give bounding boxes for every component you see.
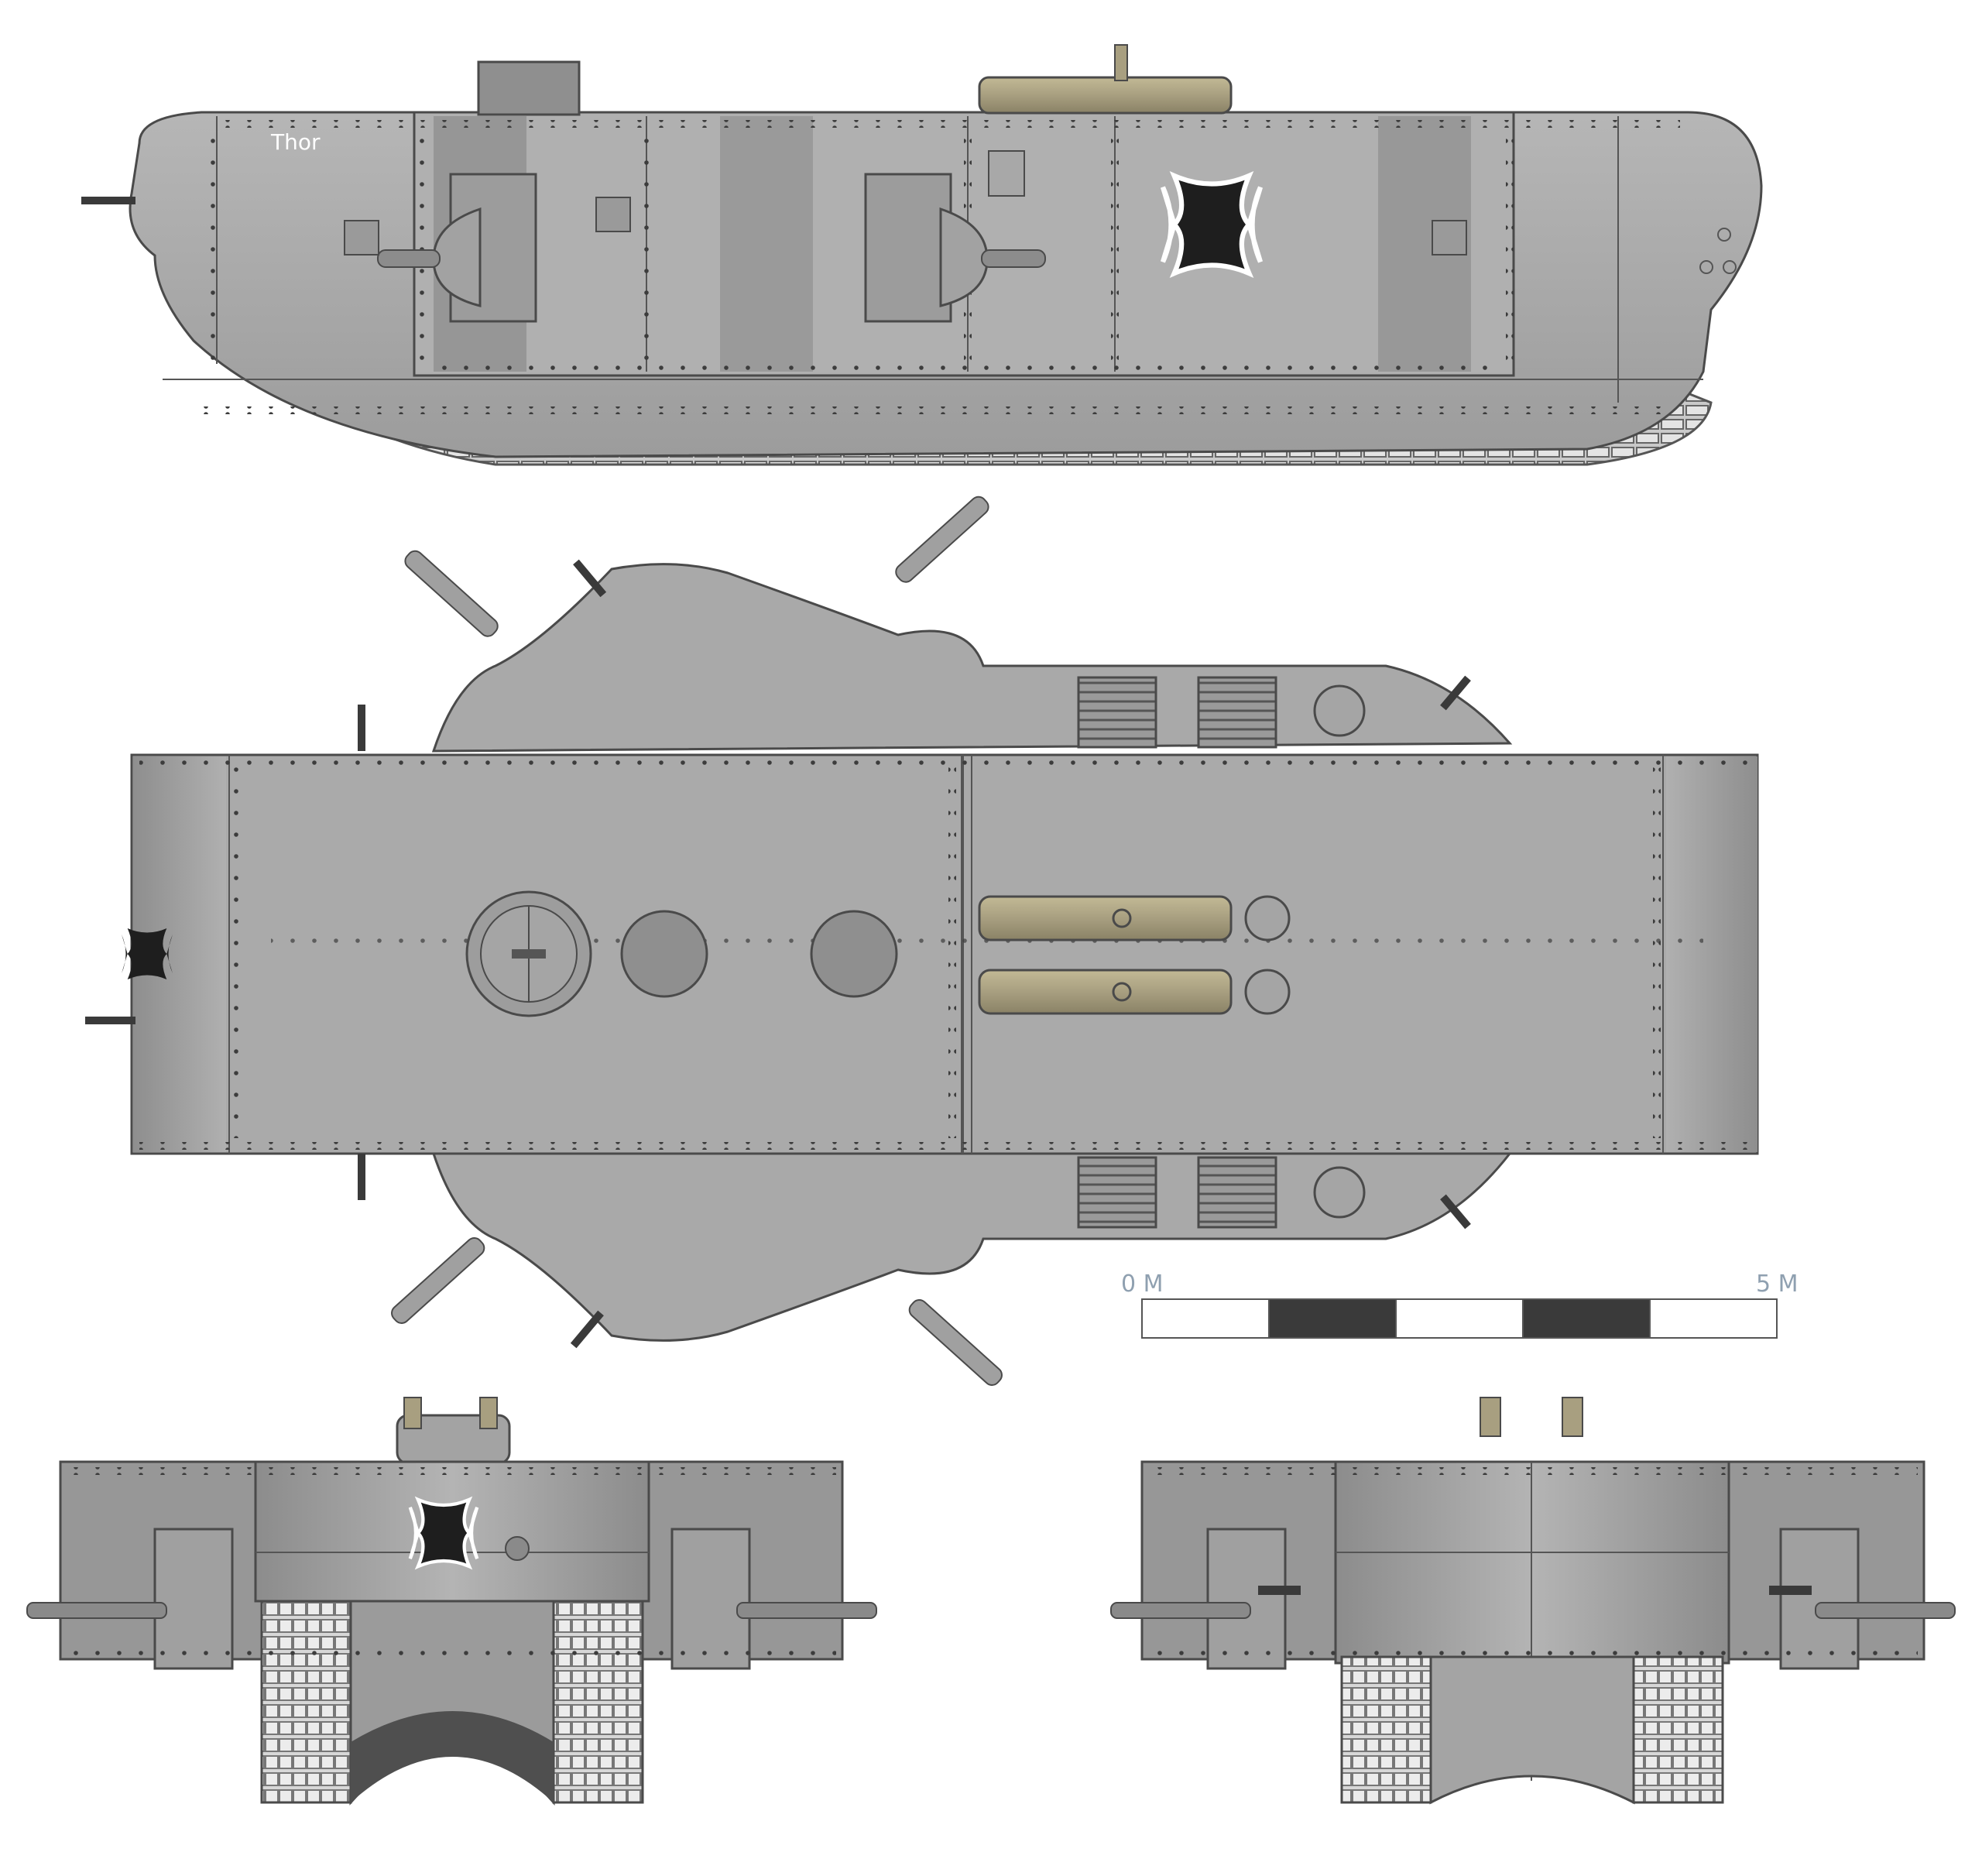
side-panel-shade (720, 116, 813, 372)
roof-hatch (810, 910, 898, 998)
rivet-column (231, 767, 238, 1138)
rivet-column (1653, 767, 1661, 1138)
scale-bar: 0 M 5 M (1121, 1271, 1799, 1339)
front-view (26, 1397, 877, 1806)
rivet-column (418, 124, 426, 372)
rear-belly (1429, 1655, 1635, 1805)
rivet-row (201, 406, 1672, 414)
rear-port (1723, 260, 1737, 274)
front-track-right (552, 1600, 644, 1804)
front-gun-barrel (26, 1602, 167, 1619)
roof-hatch-main (465, 890, 592, 1017)
vent-cap (1313, 1166, 1366, 1219)
scale-start-label: 0 M (1121, 1271, 1164, 1298)
scale-segment (1141, 1298, 1270, 1339)
top-view (85, 496, 1759, 1386)
rear-sponson-door (1779, 1528, 1860, 1670)
top-gun-barrel (404, 550, 499, 637)
hatch-plate (988, 150, 1025, 197)
front-sponson-door (153, 1528, 234, 1670)
side-gun-barrel (981, 249, 1046, 268)
rear-mg (1769, 1586, 1812, 1595)
scale-segment (1522, 1298, 1651, 1339)
mg-port (1432, 220, 1467, 256)
rivet-row (1147, 1648, 1918, 1655)
rear-track-right (1632, 1655, 1724, 1804)
front-exhaust (479, 1397, 498, 1429)
front-belly-shadow (351, 1711, 554, 1802)
engine-grille (1077, 1156, 1157, 1229)
top-mg (573, 559, 607, 598)
rear-gun-barrel (1815, 1602, 1956, 1619)
mg-port (344, 220, 379, 256)
tank-name-marking: Thor (270, 129, 321, 155)
side-gun-barrel (377, 249, 441, 268)
vent-cap (1244, 969, 1291, 1015)
top-gun-barrel (895, 496, 989, 583)
top-gun-barrel (391, 1236, 485, 1324)
rivet-column (948, 767, 956, 1138)
sponson-door (864, 173, 952, 323)
exhaust-pipe (1114, 44, 1128, 81)
rivet-row (271, 938, 1703, 946)
rear-port (1699, 260, 1713, 274)
front-mg-barrel (85, 1017, 135, 1024)
top-rear-shade (1666, 756, 1757, 1152)
rivet-column (209, 132, 217, 364)
rear-track-left (1340, 1655, 1432, 1804)
rear-exhaust (1480, 1397, 1501, 1437)
top-mg (1440, 1194, 1471, 1230)
scale-segment (1395, 1298, 1524, 1339)
vent-cap (1244, 895, 1291, 941)
rear-gun-barrel (1110, 1602, 1251, 1619)
rivet-column (643, 124, 650, 372)
rivet-row (139, 759, 1750, 767)
front-sponson-door (670, 1528, 751, 1670)
rear-sponson-door (1206, 1528, 1287, 1670)
vent-cap (1313, 684, 1366, 737)
command-cupola (477, 60, 581, 116)
front-iron-cross (410, 1500, 477, 1566)
top-hull (130, 753, 1759, 1155)
front-track-left (260, 1600, 352, 1804)
rivet-row (66, 1648, 836, 1655)
engine-grille (1197, 676, 1277, 749)
rear-exhaust (1562, 1397, 1583, 1437)
roof-hatch (620, 910, 708, 998)
rivet-row (1147, 1467, 1918, 1475)
rear-port (1717, 228, 1731, 242)
exhaust-outlet (1112, 908, 1132, 928)
exhaust-muffler-top (978, 895, 1233, 941)
exhaust-muffler-top (978, 969, 1233, 1015)
engine-grille (1197, 1156, 1277, 1229)
rivet-row (225, 120, 1680, 128)
top-mg (358, 705, 365, 751)
scale-segment (1649, 1298, 1778, 1339)
top-mg (1440, 675, 1471, 711)
scale-segment (1268, 1298, 1397, 1339)
scale-end-label: 5 M (1756, 1271, 1799, 1298)
front-mg-port (505, 1536, 530, 1561)
rivet-column (1111, 124, 1119, 372)
front-gun-barrel (736, 1602, 877, 1619)
top-gun-barrel (908, 1298, 1003, 1386)
engine-grille (1077, 676, 1157, 749)
rear-mg (1258, 1586, 1301, 1595)
top-mg (570, 1310, 604, 1349)
exhaust-outlet (1112, 982, 1132, 1002)
side-view: Thor (81, 44, 1763, 466)
front-exhaust (403, 1397, 422, 1429)
rivet-row (139, 1142, 1750, 1150)
rear-view (1110, 1397, 1956, 1805)
mg-port (595, 197, 631, 232)
rivet-row (66, 1467, 836, 1475)
rivet-column (1506, 124, 1514, 372)
top-mg (358, 1154, 365, 1200)
exhaust-muffler (978, 76, 1233, 115)
front-mg-barrel (81, 197, 135, 204)
